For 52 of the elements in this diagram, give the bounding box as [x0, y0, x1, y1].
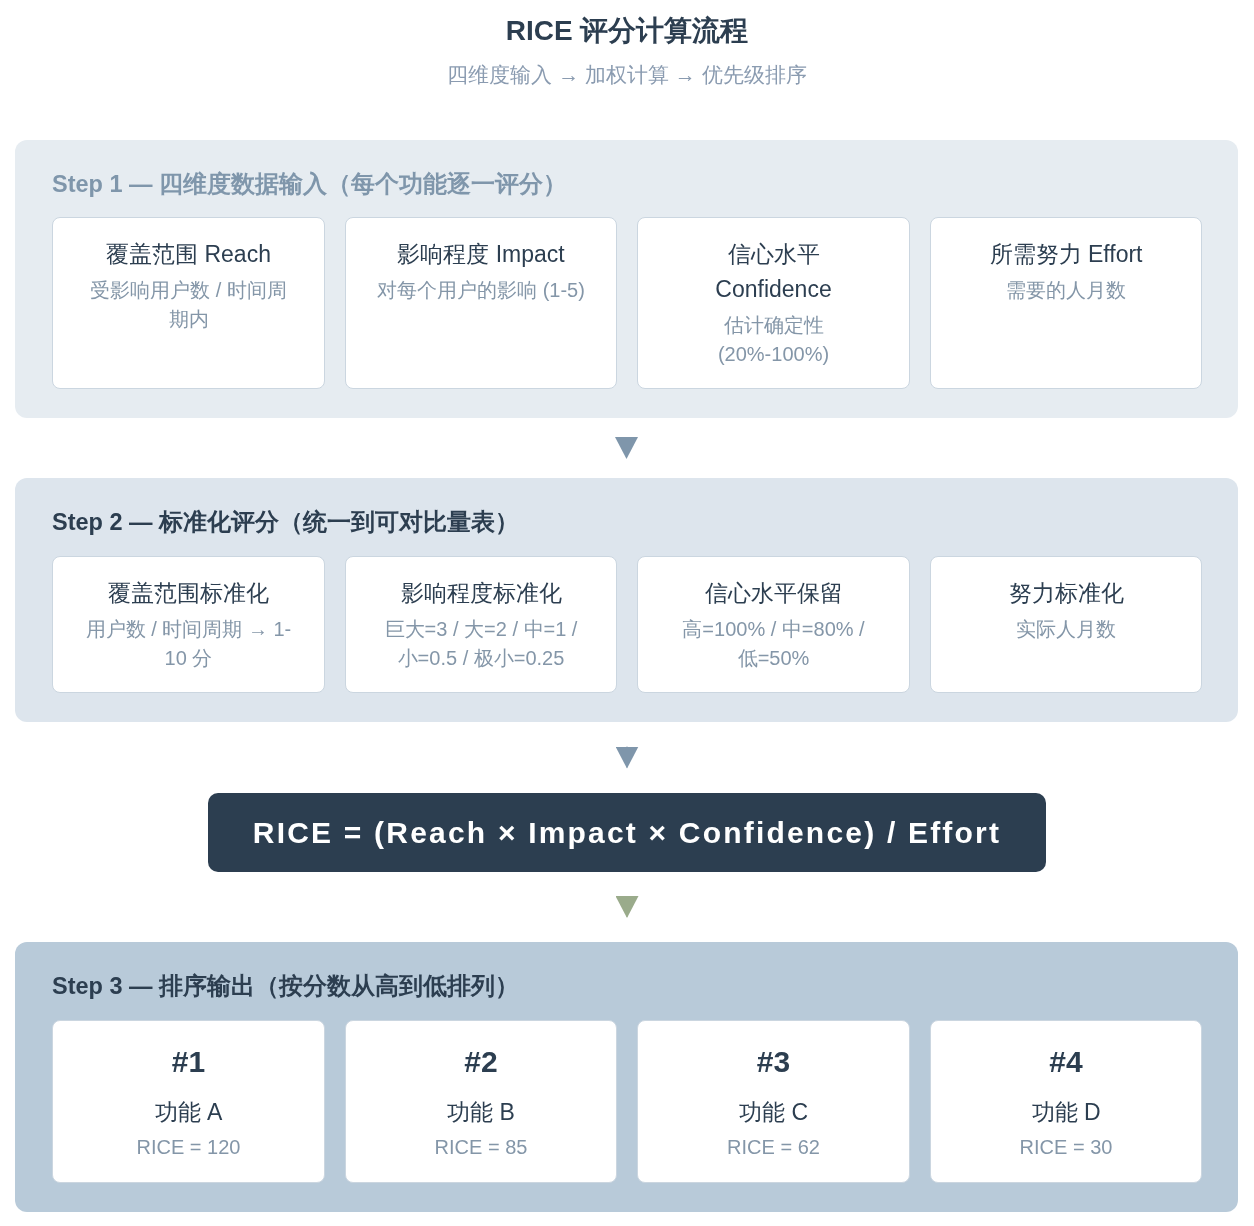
rank-card [345, 1020, 617, 1183]
card-title: 影响程度 Impact [397, 240, 565, 269]
rank-card [52, 1020, 325, 1183]
feature-name: 功能 D [1031, 1098, 1101, 1127]
step-panel [15, 942, 1238, 1212]
card-title: 覆盖范围 Reach [106, 240, 271, 269]
feature-name: 功能 C [739, 1098, 808, 1127]
card-text: 高=100% / 中=80% / 低=50% [681, 617, 866, 671]
card-title: 影响程度标准化 [400, 579, 562, 608]
score-text: RICE = 30 [1019, 1135, 1113, 1160]
card-title: 所需努力 Effort [989, 240, 1143, 269]
rank-number: #1 [171, 1044, 206, 1080]
step-panel [15, 478, 1238, 722]
diagram-title: RICE 评分计算流程 [505, 14, 749, 48]
info-card [637, 556, 910, 693]
step-panel [15, 140, 1238, 418]
step-heading: Step 2 — 标准化评分（统一到可对比量表） [52, 508, 520, 537]
score-text: RICE = 85 [434, 1135, 528, 1160]
info-card [52, 556, 325, 693]
rank-card [637, 1020, 910, 1183]
rank-number: #4 [1049, 1044, 1083, 1080]
card-text: 受影响用户数 / 时间周期内 [89, 278, 288, 332]
arrow [615, 746, 639, 769]
formula-box: RICE = (Reach × Impact × Confidence) / Effort [208, 793, 1046, 872]
subtitle: 四维度输入 → 加权计算 → 优先级排序 [447, 62, 807, 88]
rank-number: #2 [464, 1044, 498, 1080]
score-text: RICE = 62 [727, 1135, 820, 1160]
info-card [930, 217, 1202, 389]
info-card [637, 217, 910, 389]
card-text: 估计确定性 (20%-100%) [716, 313, 831, 367]
rank-number: #3 [756, 1044, 791, 1080]
info-card [345, 217, 617, 389]
card-text: 实际人月数 [1016, 617, 1116, 642]
card-title: 努力标准化 [1008, 579, 1124, 608]
step-heading: Step 3 — 排序输出（按分数从高到低排列） [52, 972, 520, 1001]
feature-name: 功能 B [447, 1098, 515, 1127]
score-text: RICE = 120 [136, 1135, 241, 1160]
step-heading: Step 1 — 四维度数据输入（每个功能逐一评分） [52, 170, 568, 199]
card-text: 需要的人月数 [1006, 278, 1126, 303]
info-card [930, 556, 1202, 693]
card-text: 对每个用户的影响 (1-5) [377, 278, 585, 303]
arrow [615, 436, 638, 459]
info-card [345, 556, 617, 693]
card-title: 信心水平 Confidence [714, 240, 833, 304]
card-text: 用户数 / 时间周期 → 1-10 分 [84, 617, 293, 671]
card-title: 信心水平保留 [704, 579, 843, 608]
card-title: 覆盖范围标准化 [108, 579, 269, 608]
arrow [615, 895, 639, 918]
card-text: 巨大=3 / 大=2 / 中=1 / 小=0.5 / 极小=0.25 [383, 617, 579, 671]
info-card [52, 217, 325, 389]
rank-card [930, 1020, 1202, 1183]
feature-name: 功能 A [154, 1098, 223, 1127]
